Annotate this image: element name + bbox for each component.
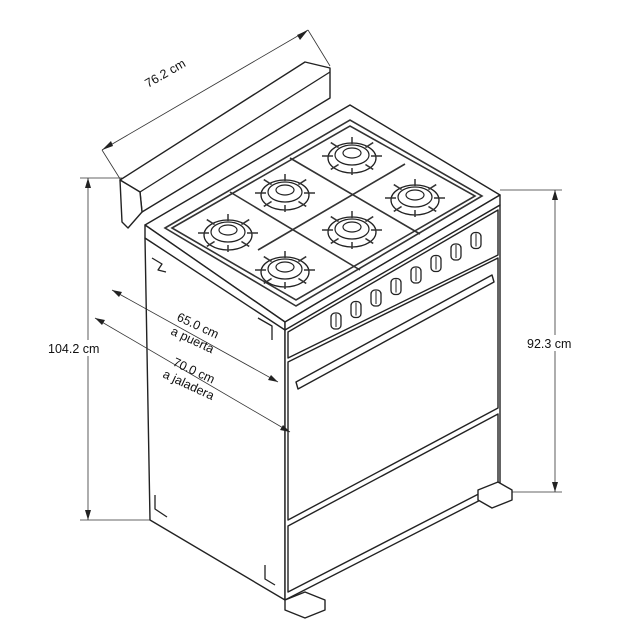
- oven-door[interactable]: [287, 257, 499, 521]
- control-knob[interactable]: [470, 231, 482, 250]
- burner: [255, 174, 315, 212]
- control-knob[interactable]: [450, 243, 462, 261]
- width-label: 76.2 cm: [143, 56, 189, 90]
- burners: [198, 137, 445, 289]
- control-knob[interactable]: [430, 254, 442, 273]
- control-knob[interactable]: [330, 312, 342, 330]
- cooktop-edge-front: [284, 194, 501, 331]
- grates: [163, 119, 484, 307]
- burner: [198, 214, 258, 252]
- cooktop-height-dimension: 92.3 cm: [500, 189, 585, 493]
- backsplash-side: [119, 179, 143, 229]
- front-foot-left: [284, 591, 326, 619]
- control-knob[interactable]: [350, 300, 362, 319]
- front-foot-right: [477, 481, 513, 509]
- door-handle[interactable]: [295, 274, 495, 390]
- knob-row: [330, 231, 482, 330]
- burner: [255, 251, 315, 289]
- burner: [322, 211, 382, 249]
- burner: [385, 179, 445, 217]
- burner: [322, 137, 382, 175]
- control-knob[interactable]: [390, 277, 402, 296]
- side-panel-corners: [151, 257, 276, 586]
- total-height-dimension: 104.2 cm: [46, 177, 150, 521]
- control-knob[interactable]: [410, 266, 422, 284]
- cooktop-height-label: 92.3 cm: [527, 337, 571, 351]
- control-knob[interactable]: [370, 289, 382, 307]
- total-height-label: 104.2 cm: [48, 342, 99, 356]
